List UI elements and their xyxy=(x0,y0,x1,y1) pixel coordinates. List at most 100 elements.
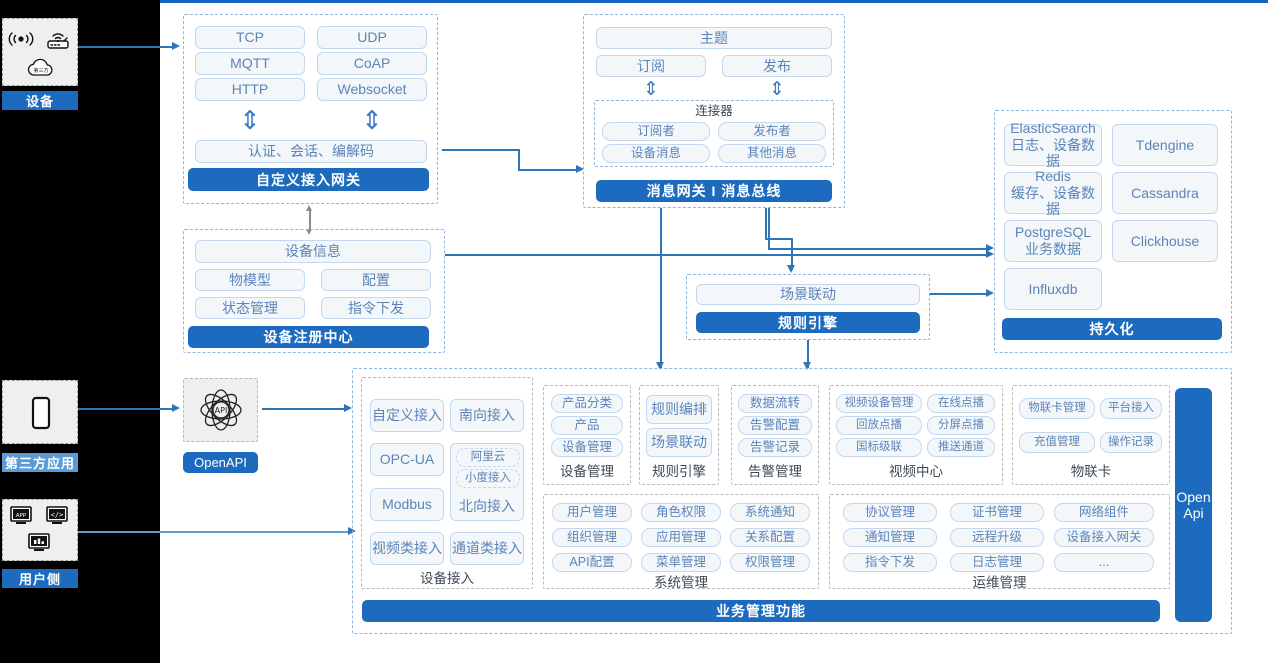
sys-api-config[interactable]: API配置 xyxy=(552,553,632,572)
ruleeng-orchestration[interactable]: 规则编排 xyxy=(646,395,712,424)
iotcard-platform-access[interactable]: 平台接入 xyxy=(1100,398,1162,419)
device-registry-bar[interactable]: 设备注册中心 xyxy=(188,326,429,348)
registry-device-info[interactable]: 设备信息 xyxy=(195,240,431,263)
connector-item-publisher[interactable]: 发布者 xyxy=(718,122,826,141)
sys-role-perm[interactable]: 角色权限 xyxy=(641,503,721,522)
protocol-tcp[interactable]: TCP xyxy=(195,26,305,49)
protocol-udp[interactable]: UDP xyxy=(317,26,427,49)
protocol-coap[interactable]: CoAP xyxy=(317,52,427,75)
sys-menu-mgmt[interactable]: 菜单管理 xyxy=(641,553,721,572)
ops-command-dispatch[interactable]: 指令下发 xyxy=(843,553,937,572)
sys-relation-config[interactable]: 关系配置 xyxy=(730,528,810,547)
devmgmt-device-mgmt[interactable]: 设备管理 xyxy=(551,438,623,457)
access-northbound-xiaodu[interactable]: 小度接入 xyxy=(456,469,520,488)
access-channel[interactable]: 通道类接入 xyxy=(450,532,524,565)
video-split-screen[interactable]: 分屏点播 xyxy=(927,416,995,435)
bus-updown-arrow-right: ⇕ xyxy=(769,77,785,100)
access-northbound-aliyun-label: 阿里云 xyxy=(470,450,506,463)
sys-user-mgmt[interactable]: 用户管理 xyxy=(552,503,632,522)
connector-item-subscriber[interactable]: 订阅者 xyxy=(602,122,710,141)
device-mgmt-group-title: 设备管理 xyxy=(543,461,631,479)
rule-scene-linkage[interactable]: 场景联动 xyxy=(696,284,920,305)
video-gb-cascade-label: 国标级联 xyxy=(856,440,902,453)
ops-protocol-mgmt[interactable]: 协议管理 xyxy=(843,503,937,522)
registry-command-dispatch[interactable]: 指令下发 xyxy=(321,297,431,319)
alarm-records[interactable]: 告警记录 xyxy=(738,438,812,457)
registry-state-mgmt[interactable]: 状态管理 xyxy=(195,297,305,319)
ops-more[interactable]: ... xyxy=(1054,553,1154,572)
code-window-icon: </> xyxy=(44,505,70,527)
persistence-bar[interactable]: 持久化 xyxy=(1002,318,1222,340)
ops-notice-mgmt[interactable]: 通知管理 xyxy=(843,528,937,547)
access-modbus[interactable]: Modbus xyxy=(370,488,444,521)
rule-engine-bar[interactable]: 规则引擎 xyxy=(696,312,920,333)
alarm-config[interactable]: 告警配置 xyxy=(738,416,812,435)
business-function-bar[interactable]: 业务管理功能 xyxy=(362,600,1160,622)
app-window-icon: APP xyxy=(8,505,34,527)
registry-thing-model[interactable]: 物模型 xyxy=(195,269,305,291)
ruleeng-orchestration-label: 规则编排 xyxy=(651,401,707,418)
protocol-websocket[interactable]: Websocket xyxy=(317,78,427,101)
ops-device-access-gateway[interactable]: 设备接入网关 xyxy=(1054,528,1154,547)
access-opcua[interactable]: OPC-UA xyxy=(370,443,444,476)
video-split-screen-label: 分屏点播 xyxy=(938,418,984,431)
video-playback[interactable]: 回放点播 xyxy=(836,416,922,435)
ops-remote-upgrade[interactable]: 远程升级 xyxy=(950,528,1044,547)
iotcard-recharge[interactable]: 充值管理 xyxy=(1019,432,1095,453)
system-mgmt-group xyxy=(543,494,819,589)
video-device-mgmt[interactable]: 视频设备管理 xyxy=(836,394,922,413)
video-gb-cascade[interactable]: 国标级联 xyxy=(836,438,922,457)
message-gateway-bar[interactable]: 消息网关 I 消息总线 xyxy=(596,180,832,202)
connector-item-other-message[interactable]: 其他消息 xyxy=(718,144,826,163)
openapi-label-text: OpenAPI xyxy=(194,455,247,470)
persist-tdengine[interactable]: Tdengine xyxy=(1112,124,1218,166)
bus-publish[interactable]: 发布 xyxy=(722,55,832,77)
device-registry-bar-label: 设备注册中心 xyxy=(263,329,354,345)
ops-cert-mgmt[interactable]: 证书管理 xyxy=(950,503,1044,522)
connector-item-device-message[interactable]: 设备消息 xyxy=(602,144,710,163)
persist-tdengine-name: Tdengine xyxy=(1135,136,1195,153)
openapi-vertical-bar[interactable]: Open Api xyxy=(1175,388,1212,622)
access-custom[interactable]: 自定义接入 xyxy=(370,399,444,432)
sys-permission-mgmt[interactable]: 权限管理 xyxy=(730,553,810,572)
user-side-rail-label-text: 用户侧 xyxy=(18,572,61,587)
device-icon-box: 第三方 xyxy=(2,18,78,86)
access-southbound[interactable]: 南向接入 xyxy=(450,399,524,432)
devmgmt-product[interactable]: 产品 xyxy=(551,416,623,435)
access-northbound-aliyun[interactable]: 阿里云 xyxy=(456,448,520,467)
alarm-data-flow[interactable]: 数据流转 xyxy=(738,394,812,413)
bus-topic-label: 主题 xyxy=(700,29,728,46)
iotcard-operation-log[interactable]: 操作记录 xyxy=(1100,432,1162,453)
ops-log-mgmt[interactable]: 日志管理 xyxy=(950,553,1044,572)
persist-clickhouse[interactable]: Clickhouse xyxy=(1112,220,1218,262)
device-rail-label: 设备 xyxy=(2,91,78,110)
devmgmt-product-category[interactable]: 产品分类 xyxy=(551,394,623,413)
protocol-http[interactable]: HTTP xyxy=(195,78,305,101)
ops-device-access-gateway-label: 设备接入网关 xyxy=(1066,530,1142,545)
persist-influxdb[interactable]: Influxdb xyxy=(1004,268,1102,310)
connector-rule-persist-arrow xyxy=(986,289,994,297)
registry-config[interactable]: 配置 xyxy=(321,269,431,291)
access-video[interactable]: 视频类接入 xyxy=(370,532,444,565)
custom-access-gateway-bar[interactable]: 自定义接入网关 xyxy=(188,168,429,191)
sys-org-mgmt[interactable]: 组织管理 xyxy=(552,528,632,547)
bus-subscribe[interactable]: 订阅 xyxy=(596,55,706,77)
ruleeng-scene-linkage[interactable]: 场景联动 xyxy=(646,428,712,457)
bus-topic[interactable]: 主题 xyxy=(596,27,832,49)
rule-engine-panel xyxy=(686,274,930,340)
connector-bus-persist-arrow xyxy=(986,244,994,252)
protocol-mqtt[interactable]: MQTT xyxy=(195,52,305,75)
iotcard-mgmt[interactable]: 物联卡管理 xyxy=(1019,398,1095,419)
access-northbound[interactable]: 阿里云 小度接入 北向接入 xyxy=(450,443,524,521)
sys-app-mgmt[interactable]: 应用管理 xyxy=(641,528,721,547)
openapi-label-bar[interactable]: OpenAPI xyxy=(183,452,258,473)
ops-network-component[interactable]: 网络组件 xyxy=(1054,503,1154,522)
gateway-auth-session-codec[interactable]: 认证、会话、编解码 xyxy=(195,140,427,163)
video-push-channel[interactable]: 推送通道 xyxy=(927,438,995,457)
persist-cassandra[interactable]: Cassandra xyxy=(1112,172,1218,214)
video-online-play[interactable]: 在线点播 xyxy=(927,394,995,413)
sys-notification[interactable]: 系统通知 xyxy=(730,503,810,522)
